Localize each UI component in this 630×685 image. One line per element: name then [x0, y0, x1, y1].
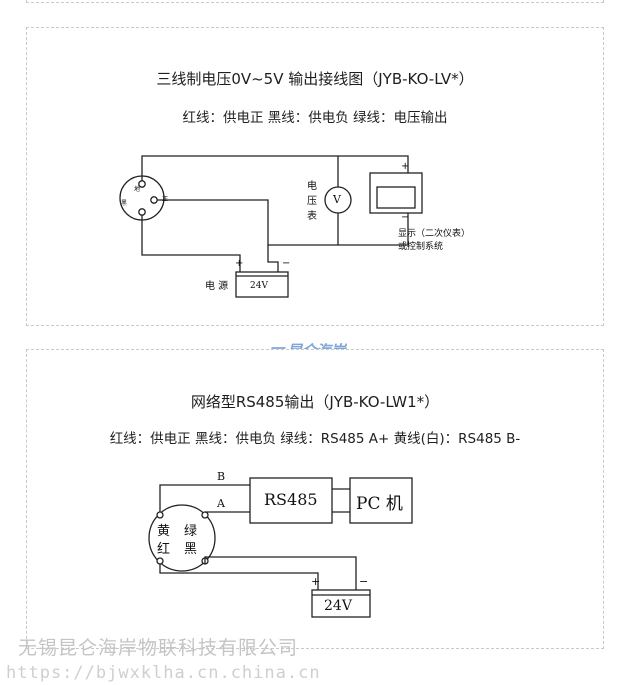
rs485-output-title: 网络型RS485输出（JYB-KO-LW1*） [190, 393, 440, 411]
display-caption-1: 显示（二次仪表） [398, 229, 471, 239]
voltmeter-label: 电压表 [307, 181, 317, 222]
rs485-supply-voltage: 24V [324, 598, 352, 614]
sensor-color-red: 红 [157, 542, 171, 557]
sensor-pin-label-top: 地 [134, 186, 141, 193]
supply-voltage: 24V [250, 281, 268, 291]
voltage-output-title: 三线制电压0V~5V 输出接线图（JYB-KO-LV*） [156, 70, 474, 88]
rs485-wiring-legend: 红线：供电正 黑线：供电负 绿线：RS485 A+ 黄线(白)：RS485 B- [109, 431, 521, 447]
voltage-wiring-legend: 红线：供电正 黑线：供电负 绿线：电压输出 [182, 110, 448, 126]
sensor-pin-label-right: 正 [162, 196, 169, 203]
sensor-color-black: 黑 [184, 542, 198, 557]
sensor-pin-label-left: 黑 [121, 200, 128, 207]
rs485-supply-minus: − [359, 575, 369, 588]
voltage-output-panel: 三线制电压0V~5V 输出接线图（JYB-KO-LV*） 红线：供电正 黑线：供… [26, 27, 604, 326]
display-plus-label: + [401, 161, 410, 172]
supply-minus: − [282, 258, 291, 269]
wire-a-label: A [217, 497, 225, 510]
voltmeter-symbol: V [333, 193, 341, 206]
supply-plus: + [235, 258, 244, 269]
sensor-color-green: 绿 [184, 524, 198, 539]
sensor-color-yellow: 黄 [157, 524, 171, 539]
supply-label: 电 源 [205, 281, 229, 292]
company-watermark: 无锡昆仑海岸物联科技有限公司 [18, 637, 299, 659]
previous-panel-edge [26, 0, 604, 3]
wire-b-label: B [217, 470, 226, 483]
display-caption-2: 或控制系统 [398, 242, 444, 252]
url-watermark: https://bjwxklha.cn.china.cn [6, 663, 321, 683]
rs485-supply-plus: + [311, 575, 321, 588]
pc-box-label: PC 机 [356, 494, 403, 514]
display-minus-label: − [401, 212, 410, 223]
rs485-box-label: RS485 [264, 490, 318, 509]
